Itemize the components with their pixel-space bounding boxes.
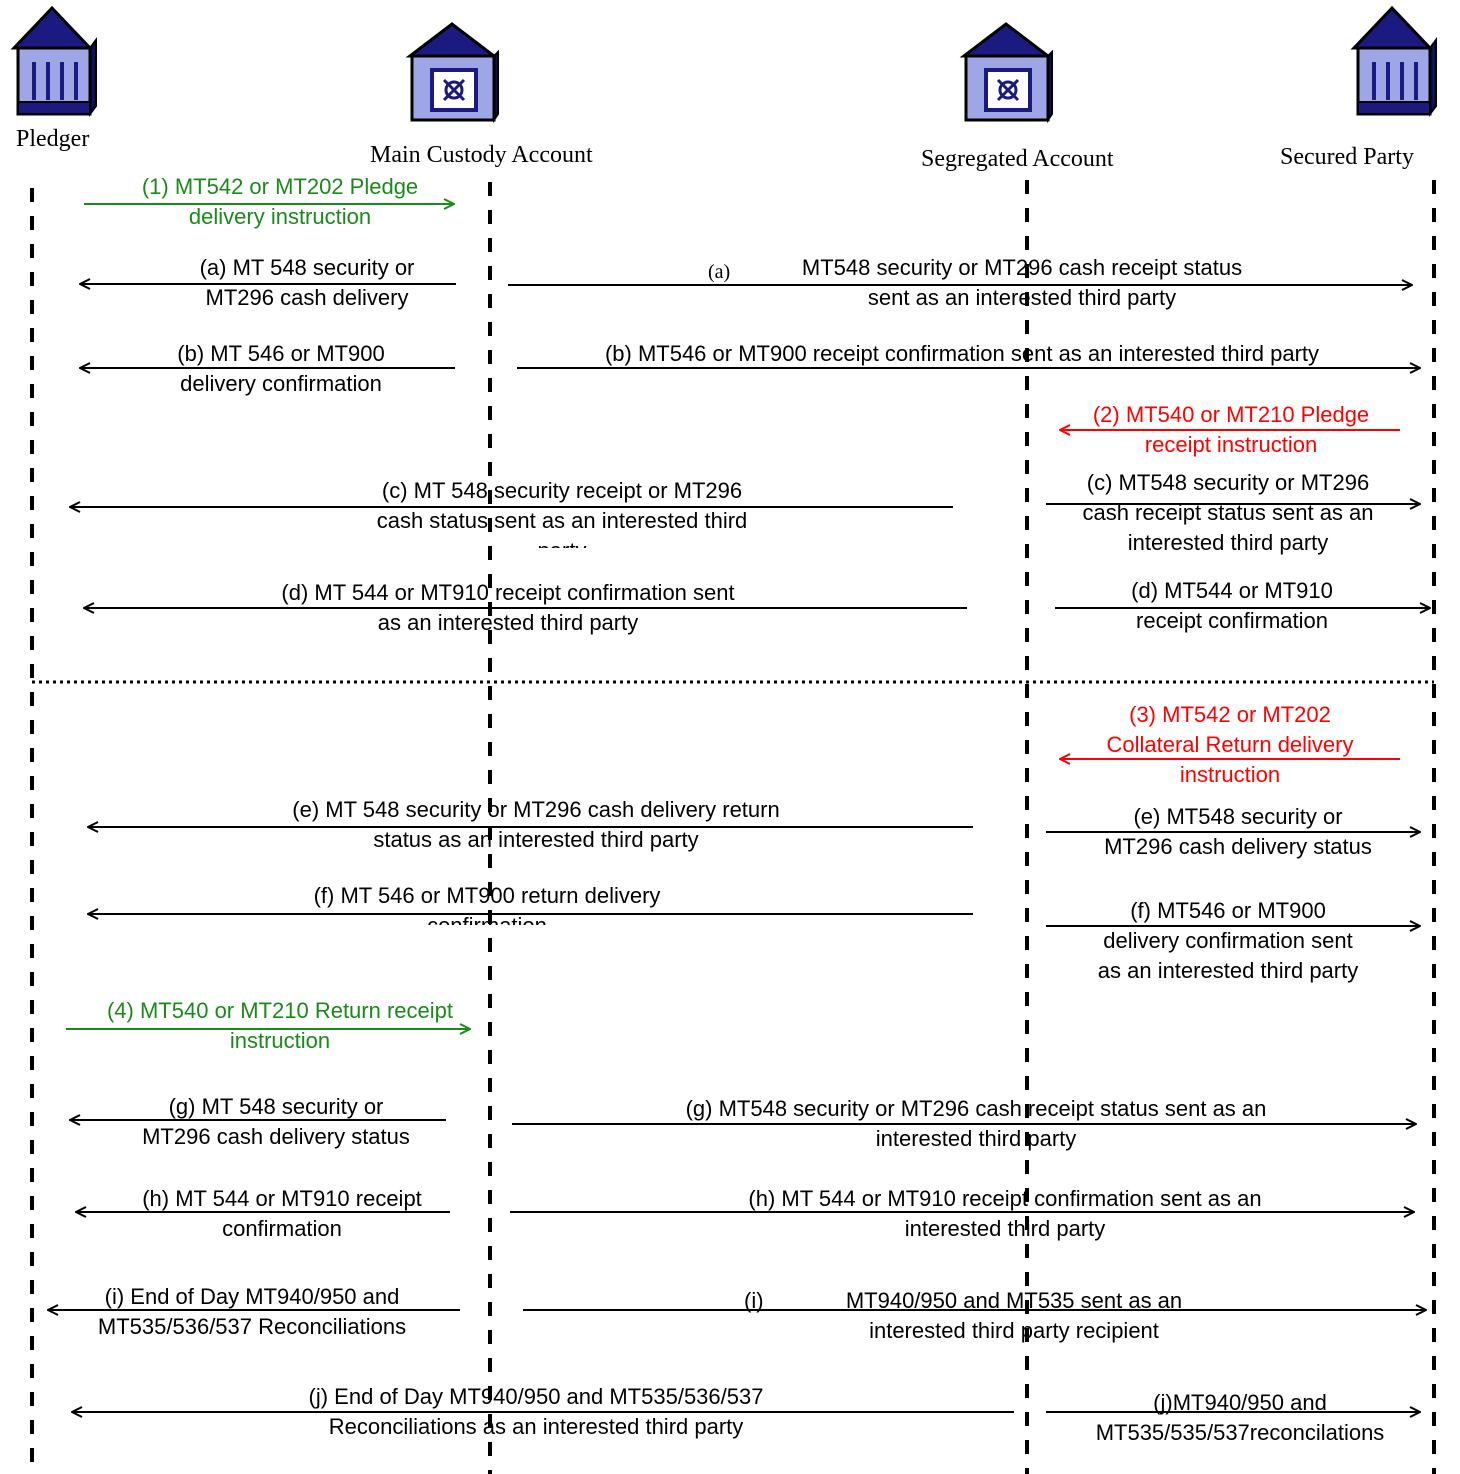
participant-main-custody: Main Custody Account [370, 142, 593, 168]
message-b-left-label: (b) MT 546 or MT900 delivery confirmatio… [177, 339, 384, 399]
message-1-label: (1) MT542 or MT202 Pledge delivery instr… [142, 172, 418, 232]
message-4-label: (4) MT540 or MT210 Return receipt instru… [107, 996, 453, 1056]
message-j-left-line1: (j) End of Day MT940/950 and MT535/536/5… [308, 1384, 764, 1409]
message-i-right-line1: MT940/950 and MT535 sent as an [845, 1288, 1183, 1313]
message-d-left-line1: (d) MT 544 or MT910 receipt confirmation… [281, 580, 735, 605]
message-i-left-line1: (i) End of Day MT940/950 and [104, 1284, 400, 1309]
message-b-left-line1: (b) MT 546 or MT900 [177, 341, 385, 366]
message-i-right-line2: interested third party recipient [869, 1318, 1159, 1343]
message-j-left-line2: Reconciliations as an interested third p… [328, 1414, 744, 1439]
message-i-left-line2: MT535/536/537 Reconciliations [97, 1314, 407, 1339]
message-g-right-label: (g) MT548 security or MT296 cash receipt… [686, 1094, 1267, 1154]
message-a-right-label: MT548 security or MT296 cash receipt sta… [802, 253, 1242, 313]
message-c-left-line1: (c) MT 548 security receipt or MT296 [381, 478, 743, 503]
message-b-right-label: (b) MT546 or MT900 receipt confirmation … [605, 339, 1319, 369]
message-a-right-line1: MT548 security or MT296 cash receipt sta… [801, 255, 1243, 280]
message-a-right-line2: sent as an interested third party [867, 285, 1177, 310]
message-h-right-label: (h) MT 544 or MT910 receipt confirmation… [748, 1184, 1261, 1244]
message-a-left-line1: (a) MT 548 security or [199, 255, 415, 280]
message-c-right-label: (c) MT548 security or MT296 cash receipt… [1082, 468, 1373, 558]
message-e-right-label: (e) MT548 security or MT296 cash deliver… [1104, 802, 1372, 862]
message-j-right-label: (j)MT940/950 and MT535/535/537reconcilat… [1096, 1388, 1385, 1448]
message-g-left-line1: (g) MT 548 security or [168, 1094, 384, 1119]
message-a-right-prefix: (a) [708, 256, 730, 287]
message-d-left-label: (d) MT 544 or MT910 receipt confirmation… [281, 578, 734, 638]
message-e-left-label: (e) MT 548 security or MT296 cash delive… [292, 795, 779, 855]
message-c-right-line3: interested third party [1127, 530, 1329, 555]
message-j-right-line2: MT535/535/537reconcilations [1095, 1420, 1385, 1445]
message-i-right-label: MT940/950 and MT535 sent as an intereste… [846, 1286, 1182, 1346]
message-4-line1: (4) MT540 or MT210 Return receipt [106, 998, 454, 1023]
message-d-left-line2: as an interested third party [377, 610, 639, 635]
message-3-line3: instruction [1179, 762, 1281, 787]
message-a-right-prefix-text: (a) [708, 261, 731, 283]
message-d-right-label: (d) MT544 or MT910 receipt confirmation [1131, 576, 1333, 636]
participant-segregated: Segregated Account [921, 146, 1114, 172]
message-f-left-line2: confirmation [314, 911, 661, 925]
message-e-left-line1: (e) MT 548 security or MT296 cash delive… [292, 797, 780, 822]
message-f-right-line2: delivery confirmation sent [1103, 928, 1353, 953]
message-f-right-line1: (f) MT546 or MT900 [1130, 898, 1326, 923]
message-f-right-label: (f) MT546 or MT900 delivery confirmation… [1098, 896, 1358, 986]
participant-pledger: Pledger [16, 126, 90, 152]
bank-icon [1350, 5, 1437, 117]
message-a-left-label: (a) MT 548 security or MT296 cash delive… [200, 253, 415, 313]
message-h-left-line2: confirmation [222, 1216, 342, 1241]
message-1-line1: (1) MT542 or MT202 Pledge [141, 174, 419, 199]
message-e-left-line2: status as an interested third party [373, 827, 699, 852]
message-c-left-line3: party [377, 536, 748, 548]
message-3-line1: (3) MT542 or MT202 [1129, 702, 1331, 727]
bank-icon [10, 5, 97, 117]
message-2-label: (2) MT540 or MT210 Pledge receipt instru… [1093, 400, 1369, 460]
message-h-left-line1: (h) MT 544 or MT910 receipt [142, 1186, 422, 1211]
participant-secured-party: Secured Party [1280, 144, 1414, 170]
message-d-right-line2: receipt confirmation [1136, 608, 1328, 633]
message-i-right-prefix-text: (i) [744, 1288, 764, 1313]
message-h-right-line1: (h) MT 544 or MT910 receipt confirmation… [748, 1186, 1262, 1211]
message-b-right-line1: (b) MT546 or MT900 receipt confirmation … [604, 341, 1320, 366]
message-g-right-line2: interested third party [875, 1126, 1077, 1151]
message-i-left-label: (i) End of Day MT940/950 and MT535/536/5… [98, 1282, 406, 1342]
message-c-right-line2: cash receipt status sent as an [1082, 500, 1374, 525]
message-c-right-line1: (c) MT548 security or MT296 [1086, 470, 1370, 495]
message-2-line1: (2) MT540 or MT210 Pledge [1092, 402, 1370, 427]
message-i-right-prefix: (i) [744, 1286, 764, 1316]
message-g-left-line2: MT296 cash delivery status [142, 1124, 410, 1149]
message-4-line2: instruction [229, 1028, 331, 1053]
message-e-right-line1: (e) MT548 security or [1133, 804, 1343, 829]
message-c-left-line2: cash status sent as an interested third [376, 508, 748, 533]
message-d-right-line1: (d) MT544 or MT910 [1131, 578, 1333, 603]
message-f-left-label: (f) MT 546 or MT900 return delivery conf… [314, 881, 661, 925]
message-j-left-label: (j) End of Day MT940/950 and MT535/536/5… [309, 1382, 764, 1442]
message-c-left-label: (c) MT 548 security receipt or MT296 cas… [377, 476, 748, 548]
message-h-right-line2: interested third party [904, 1216, 1106, 1241]
message-f-right-line3: as an interested third party [1097, 958, 1359, 983]
message-2-line2: receipt instruction [1144, 432, 1318, 457]
message-1-line2: delivery instruction [188, 204, 372, 229]
message-h-left-label: (h) MT 544 or MT910 receipt confirmation [142, 1184, 422, 1244]
message-g-left-label: (g) MT 548 security or MT296 cash delive… [142, 1092, 410, 1152]
message-j-right-line1: (j)MT940/950 and [1153, 1390, 1327, 1415]
message-3-line2: Collateral Return delivery [1106, 732, 1354, 757]
message-g-right-line1: (g) MT548 security or MT296 cash receipt… [685, 1096, 1267, 1121]
message-b-left-line2: delivery confirmation [180, 371, 382, 396]
custody-building-icon [959, 22, 1053, 124]
message-a-left-line2: MT296 cash delivery [205, 285, 409, 310]
message-3-label: (3) MT542 or MT202 Collateral Return del… [1107, 700, 1354, 790]
message-e-right-line2: MT296 cash delivery status [1104, 834, 1372, 859]
custody-building-icon [405, 22, 499, 124]
message-f-left-line1: (f) MT 546 or MT900 return delivery [313, 883, 661, 908]
